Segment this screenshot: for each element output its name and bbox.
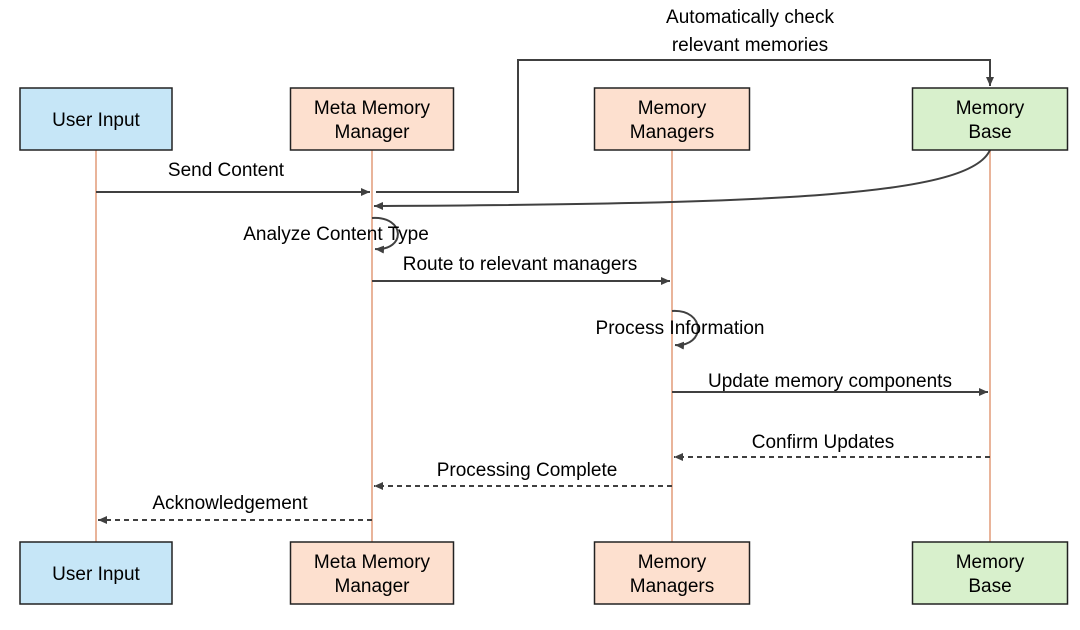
message-label: Automatically check bbox=[666, 7, 834, 28]
participant-label: Managers bbox=[630, 576, 715, 597]
participant-box bbox=[19, 87, 173, 151]
participant-label: Manager bbox=[335, 122, 411, 143]
participant-label: Memory bbox=[956, 98, 1025, 119]
message-return-memories bbox=[373, 149, 991, 210]
message-process: Process Information bbox=[596, 309, 765, 350]
message-update: Update memory components bbox=[672, 371, 988, 396]
participant-label: Managers bbox=[630, 122, 715, 143]
participant-label: User Input bbox=[52, 110, 140, 131]
message-label: Send Content bbox=[168, 160, 285, 181]
participant-user-bottom: User Input bbox=[19, 541, 173, 605]
message-analyze: Analyze Content Type bbox=[243, 216, 429, 254]
participant-box bbox=[289, 541, 455, 605]
message-confirm: Confirm Updates bbox=[674, 432, 990, 461]
participant-box bbox=[593, 87, 751, 151]
message-ack: Acknowledgement bbox=[98, 493, 372, 524]
participant-label: Meta Memory bbox=[314, 98, 431, 119]
message-label: Confirm Updates bbox=[752, 432, 895, 453]
participant-label: Memory bbox=[956, 552, 1025, 573]
message-label: Route to relevant managers bbox=[403, 254, 637, 275]
participant-box bbox=[911, 87, 1069, 151]
message-label: Processing Complete bbox=[437, 460, 618, 481]
participant-label: Meta Memory bbox=[314, 552, 431, 573]
message-label: relevant memories bbox=[672, 35, 828, 56]
participant-label: Memory bbox=[638, 98, 707, 119]
participant-box bbox=[593, 541, 751, 605]
participant-label: Memory bbox=[638, 552, 707, 573]
participant-label: User Input bbox=[52, 564, 140, 585]
message-arrow bbox=[373, 149, 991, 210]
participant-box bbox=[911, 541, 1069, 605]
message-send-content: Send Content bbox=[96, 160, 370, 196]
self-message-arrow bbox=[371, 216, 399, 254]
participant-box bbox=[289, 87, 455, 151]
participant-label: Manager bbox=[335, 576, 411, 597]
message-check-memories: Automatically check relevant memories bbox=[376, 7, 994, 193]
message-label: Analyze Content Type bbox=[243, 224, 429, 245]
participant-label: Base bbox=[968, 576, 1011, 597]
message-route: Route to relevant managers bbox=[372, 254, 670, 285]
message-complete: Processing Complete bbox=[374, 460, 672, 490]
message-label: Update memory components bbox=[708, 371, 952, 392]
message-label: Process Information bbox=[596, 318, 765, 339]
participant-user-top: User Input bbox=[19, 87, 173, 151]
self-message-arrow bbox=[671, 309, 699, 350]
participant-label: Base bbox=[968, 122, 1011, 143]
message-arrow bbox=[376, 59, 994, 193]
message-label: Acknowledgement bbox=[152, 493, 308, 514]
participant-box bbox=[19, 541, 173, 605]
